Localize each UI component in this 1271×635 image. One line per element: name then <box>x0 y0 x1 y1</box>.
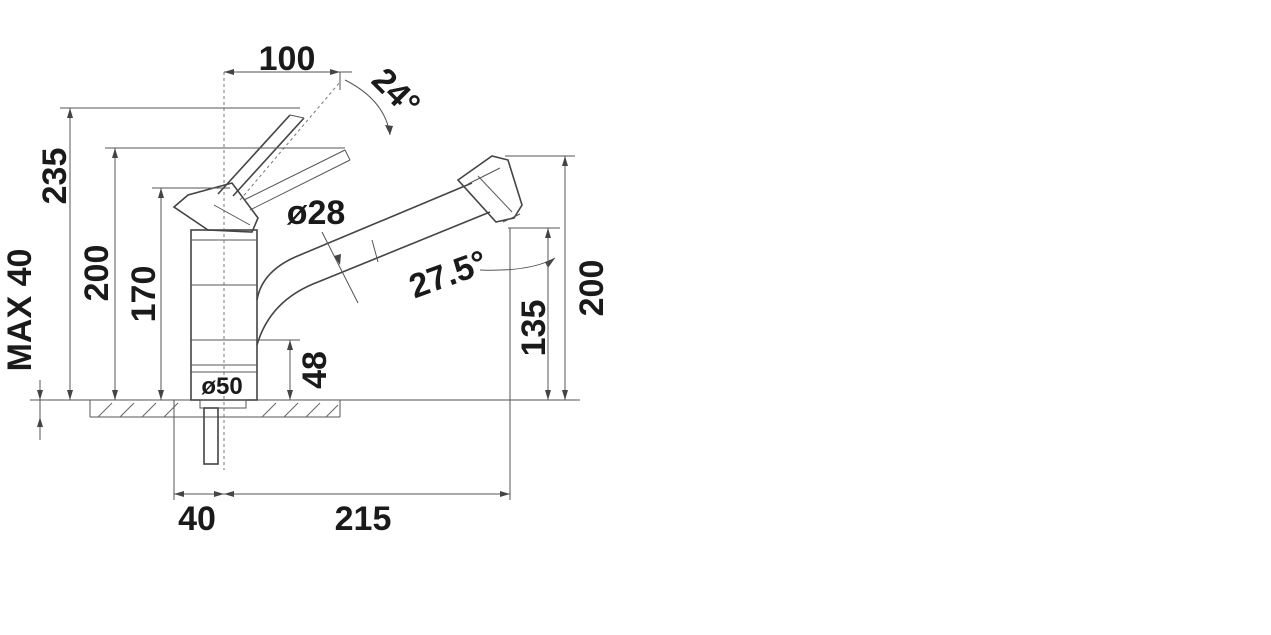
countertop-hatch <box>97 402 339 418</box>
label-height-200-right: 200 <box>573 260 611 317</box>
spout-dimension-lines <box>321 227 560 304</box>
label-height-200-left: 200 <box>78 245 116 302</box>
label-spout-angle: 27.5° <box>404 243 492 306</box>
countertop <box>30 399 580 418</box>
label-max-deck: MAX 40 <box>1 249 39 372</box>
label-top-width: 100 <box>259 40 316 78</box>
top-dimension-lines <box>224 69 393 136</box>
spout <box>256 155 523 346</box>
label-height-170: 170 <box>125 266 163 323</box>
label-bottom-offset: 40 <box>178 500 216 538</box>
label-base-height: 48 <box>296 351 334 389</box>
left-dimension-lines <box>37 107 345 440</box>
supply-pipe <box>199 399 247 465</box>
right-dimension-lines <box>505 155 575 400</box>
label-outlet-height: 135 <box>515 300 553 357</box>
base-height-line <box>191 339 300 400</box>
label-height-235: 235 <box>36 148 74 205</box>
lever-handle <box>172 81 351 233</box>
label-body-diameter: ø50 <box>201 373 242 400</box>
label-reach: 215 <box>335 500 392 538</box>
faucet-body <box>190 72 258 470</box>
label-lever-angle: 24° <box>364 61 427 124</box>
label-spout-diameter: ø28 <box>287 194 346 232</box>
bottom-dimension-lines <box>173 228 511 500</box>
